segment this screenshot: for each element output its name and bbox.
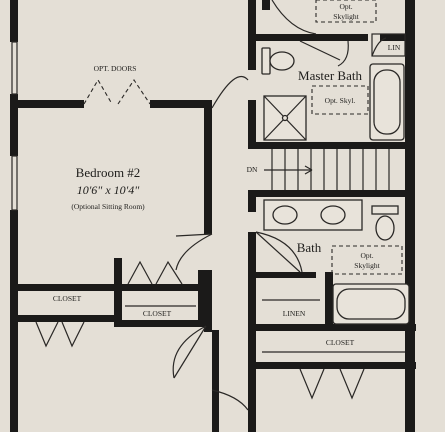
closet-middle-label: CLOSET (143, 309, 172, 318)
skylight-bath-box (331, 245, 403, 275)
closet-left: CLOSET (35, 294, 85, 348)
closet-middle-door-a (127, 260, 153, 285)
wall-mbath-top (248, 34, 368, 41)
closet-bottom: CLOSET (262, 338, 405, 400)
opt-door-left (83, 78, 113, 105)
linen-closet-small (371, 33, 406, 57)
wall-bath-mid (256, 272, 316, 278)
toilet-bowl-master (269, 51, 295, 71)
door-swing-top (211, 75, 249, 109)
wall-bedroom-right-lower (204, 270, 212, 332)
stairs: DN (247, 149, 390, 190)
bedroom-2: Bedroom #2 10'6" x 10'4" (Optional Sitti… (71, 165, 145, 211)
door-leaf-hall (173, 325, 207, 379)
wall-left-mid (10, 94, 18, 156)
wall-stair-bottom (248, 190, 415, 197)
door-leaf-bedroom (175, 233, 213, 237)
door-swing-lower (211, 389, 249, 411)
door-swing-hall (172, 325, 207, 379)
wall-bedroom-top-right (150, 100, 212, 108)
tub-master-inner (373, 69, 401, 135)
wall-bath-left-upper (248, 190, 256, 212)
wall-closet-top-mid (120, 284, 204, 291)
wall-left-upper (10, 0, 18, 42)
wall-mbath-bottom (248, 142, 415, 149)
wall-closet-bottom-mid (114, 320, 212, 327)
wall-closet-divider (114, 258, 122, 326)
wall-hall-lower (212, 330, 219, 432)
sink-2 (320, 205, 346, 225)
skylight-mbath-box (311, 85, 369, 115)
wall-bedroom-right (204, 100, 212, 234)
bath-title: Bath (297, 240, 322, 255)
window-left-upper (11, 41, 18, 95)
bath: Bath Opt. Skylight LINEN (255, 199, 410, 325)
opt-skyl-label: Opt. Skyl. (325, 96, 356, 105)
toilet-tank-master (261, 47, 271, 75)
closet-left-label: CLOSET (53, 294, 82, 303)
wall-top-stub (262, 0, 270, 10)
window-left-lower (11, 155, 18, 211)
tub-bath-inner (336, 288, 406, 320)
closet-bottom-door-a (299, 368, 325, 400)
closet-left-door-a (35, 321, 59, 348)
skylight-top-line2: Skylight (333, 12, 359, 21)
wall-mbath-left-lower (248, 100, 256, 148)
wall-right-exterior (405, 0, 415, 432)
wall-bedroom-top-left (18, 100, 84, 108)
door-leaf-mbath (299, 40, 341, 61)
sink-1 (272, 205, 298, 225)
closet-middle: CLOSET (125, 260, 196, 318)
door-swing-mbath (337, 40, 349, 67)
optional-doors: OPT. DOORS (83, 64, 151, 105)
closet-bottom-door-b (339, 368, 365, 400)
skylight-top-line1: Opt. (339, 2, 352, 11)
lin-door-swing (371, 37, 387, 57)
door-swing-bath (255, 231, 303, 273)
wall-closet-bottom-left (18, 315, 118, 322)
wall-linen-right (325, 272, 333, 330)
opt-doors-label: OPT. DOORS (94, 64, 137, 73)
bedroom2-note: (Optional Sitting Room) (71, 202, 145, 211)
opt-door-right (117, 79, 151, 105)
master-bath-title: Master Bath (298, 68, 362, 83)
wall-closet-right (198, 270, 206, 326)
skylight-top-box (315, 0, 377, 23)
bedroom2-dimensions: 10'6" x 10'4" (77, 183, 140, 197)
skylight-bath-line1: Opt. (360, 251, 373, 260)
wall-linen-bottom (256, 324, 416, 331)
shower-drain (281, 114, 289, 122)
closet-middle-door-b (155, 260, 183, 285)
skylight-bath-line2: Skylight (354, 261, 380, 270)
wall-left-lower (10, 210, 18, 432)
stair-dn-label: DN (247, 165, 258, 174)
stair-arrowhead (304, 165, 313, 175)
door-swing-bedroom (175, 233, 213, 271)
wall-bath-left (248, 232, 256, 432)
linen-label: LINEN (283, 309, 306, 318)
closet-left-door-b (61, 321, 85, 348)
closet-bottom-label: CLOSET (326, 338, 355, 347)
wall-closet-top-left (18, 284, 120, 291)
toilet-tank-bath (371, 205, 399, 215)
door-leaf-bath (255, 231, 301, 273)
door-swing-mbath-top (271, 0, 317, 35)
master-bath: Master Bath Opt. Skylight LIN Opt. Skyl. (261, 0, 406, 141)
lin-label: LIN (388, 43, 401, 52)
bedroom2-title: Bedroom #2 (76, 165, 141, 180)
toilet-bowl-bath (375, 215, 395, 241)
walls (10, 0, 416, 432)
wall-mbath-top-right (380, 34, 410, 41)
wall-closet-bottom-right (256, 362, 416, 369)
